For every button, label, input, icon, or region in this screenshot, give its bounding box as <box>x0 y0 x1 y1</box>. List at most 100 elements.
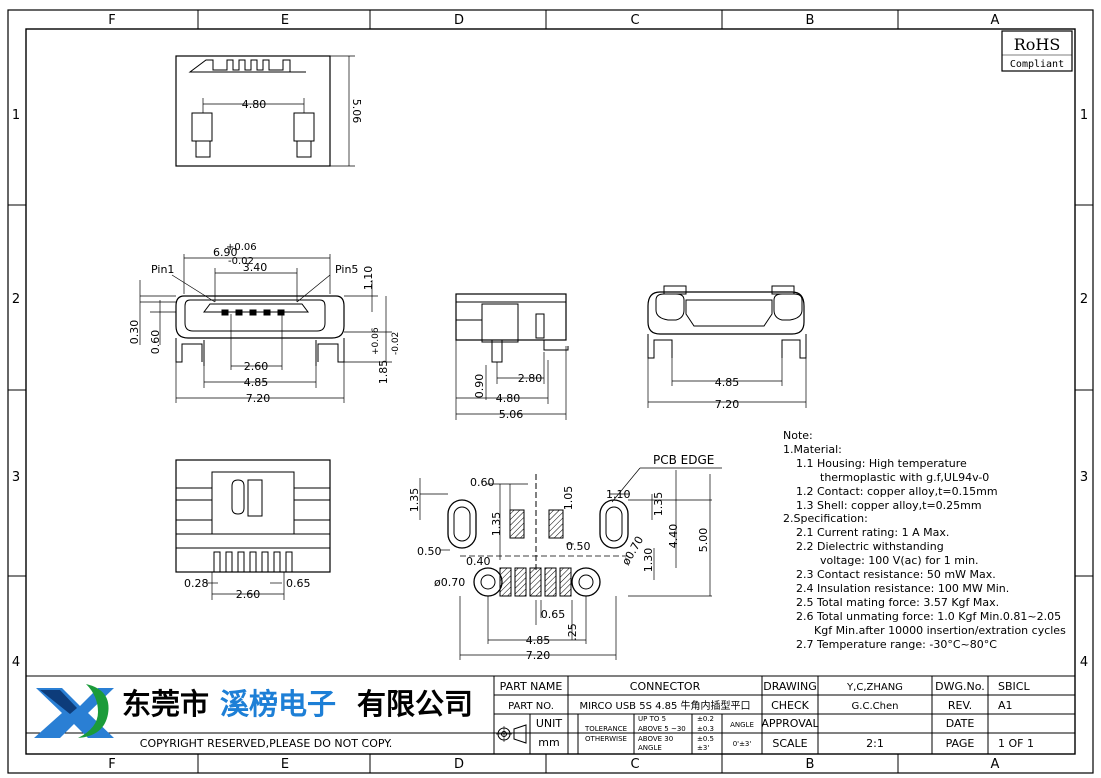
dim-pcb-500: 5.00 <box>697 528 710 553</box>
company-name-part1: 东莞市 <box>122 687 209 721</box>
note-line: 1.3 Shell: copper alloy,t=0.25mm <box>796 499 982 512</box>
note-line: 2.5 Total mating force: 3.57 Kgf Max. <box>796 596 999 609</box>
dim-side-090: 0.90 <box>473 374 486 399</box>
col-label: C <box>630 757 639 772</box>
tol-value-3: ±0.5 <box>697 735 714 743</box>
dim-pcb-25: .25 <box>566 623 579 641</box>
part-no-value: MIRCO USB 5S 4.85 牛角内插型平口 <box>579 699 750 712</box>
page-value: 1 OF 1 <box>998 737 1034 750</box>
col-label: A <box>991 13 1000 28</box>
note-line: Note: <box>783 429 813 442</box>
dim-bot-260: 2.60 <box>236 588 261 601</box>
dim-bot-028: 0.28 <box>184 577 209 590</box>
col-label: C <box>630 13 639 28</box>
row-label: 2 <box>1080 292 1088 307</box>
note-line: 2.3 Contact resistance: 50 mW Max. <box>796 568 996 581</box>
part-name-value: CONNECTOR <box>630 680 701 693</box>
unit-label: UNIT <box>536 717 563 730</box>
note-line: 2.7 Temperature range: -30°C~80°C <box>796 638 997 651</box>
row-label: 2 <box>12 292 20 307</box>
note-line: 1.2 Contact: copper alloy,t=0.15mm <box>796 485 998 498</box>
dim-pcb-105: 1.05 <box>562 486 575 511</box>
unit-value: mm <box>538 736 559 749</box>
tol-range-1: UP TO 5 <box>638 715 666 723</box>
tol-range-4: ANGLE <box>638 744 662 752</box>
col-label: F <box>108 13 115 28</box>
front-view <box>139 254 392 403</box>
pcb-layout <box>419 467 722 660</box>
col-label: D <box>454 13 464 28</box>
pcb-edge-label: PCB EDGE <box>653 453 714 467</box>
rear-view <box>647 285 807 408</box>
dim-pcb-135a: 1.35 <box>408 488 421 513</box>
row-label: 4 <box>12 655 20 670</box>
company-name-highlight: 溪榜电子 <box>220 687 336 721</box>
company-logo-icon <box>34 684 114 738</box>
date-label: DATE <box>946 717 975 730</box>
dim-rear-720: 7.20 <box>715 398 740 411</box>
col-label: B <box>806 13 815 28</box>
pin5-label: Pin5 <box>335 263 358 276</box>
dim-pcb-720: 7.20 <box>526 649 551 662</box>
dim-pcb-130: 1.30 <box>642 548 655 573</box>
drawing-value: Y,C,ZHANG <box>846 682 903 693</box>
dim-pcb-110: 1.10 <box>606 488 631 501</box>
dim-side-280: 2.80 <box>518 372 543 385</box>
note-line: 2.2 Dielectric withstanding <box>796 540 944 553</box>
note-line: voltage: 100 V(ac) for 1 min. <box>820 554 979 567</box>
row-label: 3 <box>12 470 20 485</box>
dim-rear-485: 4.85 <box>715 376 740 389</box>
tol-range-2: ABOVE 5 ~30 <box>638 725 686 733</box>
copyright-notice: COPYRIGHT RESERVED,PLEASE DO NOT COPY. <box>140 737 392 750</box>
col-label: E <box>281 13 289 28</box>
tol-range-3: ABOVE 30 <box>638 735 673 743</box>
dim-side-480: 4.80 <box>496 392 521 405</box>
notes: Note: 1.Material: 1.1 Housing: High temp… <box>783 429 1066 651</box>
dim-pcb-070a: ø0.70 <box>434 576 465 589</box>
tol-690-up: +0.06 <box>226 242 257 253</box>
part-no-label: PART NO. <box>508 701 554 712</box>
dwg-no-value: SBICL <box>998 680 1030 693</box>
dim-pcb-440: 4.40 <box>667 524 680 549</box>
page-label: PAGE <box>946 737 975 750</box>
dim-pcb-060: 0.60 <box>470 476 495 489</box>
tol-value-2: ±0.3 <box>697 725 714 733</box>
dim-720: 7.20 <box>246 392 271 405</box>
dim-top-depth: 5.06 <box>350 99 363 124</box>
tolerance-otherwise-label: OTHERWISE <box>585 735 627 743</box>
rohs-title: RoHS <box>1014 35 1061 54</box>
col-label: E <box>281 757 289 772</box>
projection-symbol-icon <box>496 724 527 744</box>
dim-top-width: 4.80 <box>242 98 267 111</box>
note-line: 2.6 Total unmating force: 1.0 Kgf Min.0.… <box>796 610 1061 623</box>
dim-bot-065: 0.65 <box>286 577 311 590</box>
dim-side-506: 5.06 <box>499 408 524 421</box>
row-label: 3 <box>1080 470 1088 485</box>
rohs-sub: Compliant <box>1010 59 1064 70</box>
top-view <box>175 55 355 167</box>
note-line: 1.Material: <box>783 443 842 456</box>
note-line: thermoplastic with g.f,UL94v-0 <box>820 471 989 484</box>
note-line: Kgf Min.after 10000 insertion/extration … <box>814 624 1066 637</box>
zone-labels: F E D C B A F E D C B A 1 2 3 4 1 2 3 4 <box>12 13 1088 772</box>
tol-690-dn: -0.02 <box>228 256 254 267</box>
dim-pcb-135b: 1.35 <box>490 512 503 537</box>
dwg-no-label: DWG.No. <box>935 680 985 693</box>
rohs-mark: RoHS Compliant <box>1001 30 1073 72</box>
title-block-grid <box>26 675 1075 754</box>
dim-485: 4.85 <box>244 376 269 389</box>
dim-110: 1.10 <box>362 266 375 291</box>
check-value: G.C.Chen <box>852 701 899 712</box>
dim-060: 0.60 <box>149 330 162 355</box>
note-line: 2.1 Current rating: 1 A Max. <box>796 526 949 539</box>
rev-value: A1 <box>998 699 1013 712</box>
note-line: 1.1 Housing: High temperature <box>796 457 967 470</box>
tol-185-dn: -0.02 <box>391 332 401 355</box>
outer-border <box>7 9 1094 774</box>
zone-ticks <box>8 10 1093 773</box>
inner-frame <box>25 28 1076 755</box>
part-name-label: PART NAME <box>500 680 563 693</box>
tol-185-up: +0.06 <box>371 327 381 355</box>
dim-030: 0.30 <box>128 320 141 345</box>
